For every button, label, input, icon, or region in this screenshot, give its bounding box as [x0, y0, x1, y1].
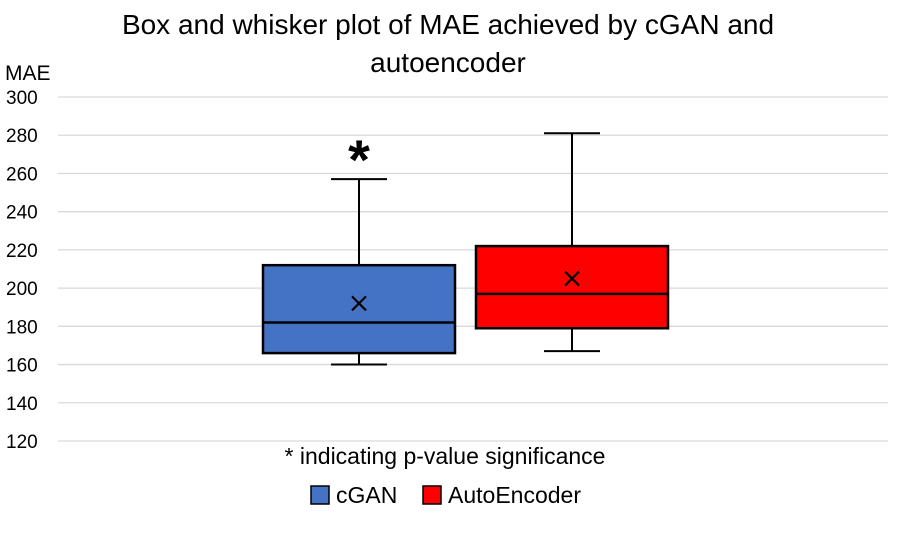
legend-label-cgan: cGAN [336, 482, 397, 508]
y-tick-label: 120 [6, 432, 38, 453]
significance-star: * [348, 128, 370, 191]
mean-marker-stroke [564, 270, 580, 287]
box-series: * [261, 128, 670, 366]
y-tick-labels: 120 140 160 180 200 220 240 260 280 300 [6, 88, 38, 453]
mean-marker [564, 270, 580, 287]
y-tick-label: 200 [6, 279, 38, 300]
y-tick-label: 280 [6, 126, 38, 147]
legend-swatch-cgan [310, 485, 330, 505]
y-tick-label: 220 [6, 241, 38, 262]
box-iqr [261, 263, 457, 355]
legend-label-autoencoder: AutoEncoder [448, 482, 581, 508]
y-axis-label: MAE [5, 62, 51, 85]
box-iqr [474, 244, 670, 330]
mean-marker-stroke [351, 295, 367, 312]
box-cgan: * [261, 128, 457, 366]
significance-note: * indicating p-value significance [285, 443, 606, 469]
legend: cGAN AutoEncoder [310, 482, 581, 508]
y-tick-label: 260 [6, 164, 38, 185]
legend-swatch-autoencoder [422, 485, 442, 505]
chart-title-line-2: autoencoder [370, 47, 526, 78]
y-tick-label: 160 [6, 356, 38, 377]
chart-title-line-1: Box and whisker plot of MAE achieved by … [122, 9, 774, 40]
mean-marker [351, 295, 367, 312]
y-tick-label: 300 [6, 88, 38, 109]
y-tick-label: 140 [6, 394, 38, 415]
y-tick-label: 180 [6, 317, 38, 338]
box-autoencoder [474, 132, 670, 353]
y-tick-label: 240 [6, 203, 38, 224]
gridlines [58, 96, 888, 442]
